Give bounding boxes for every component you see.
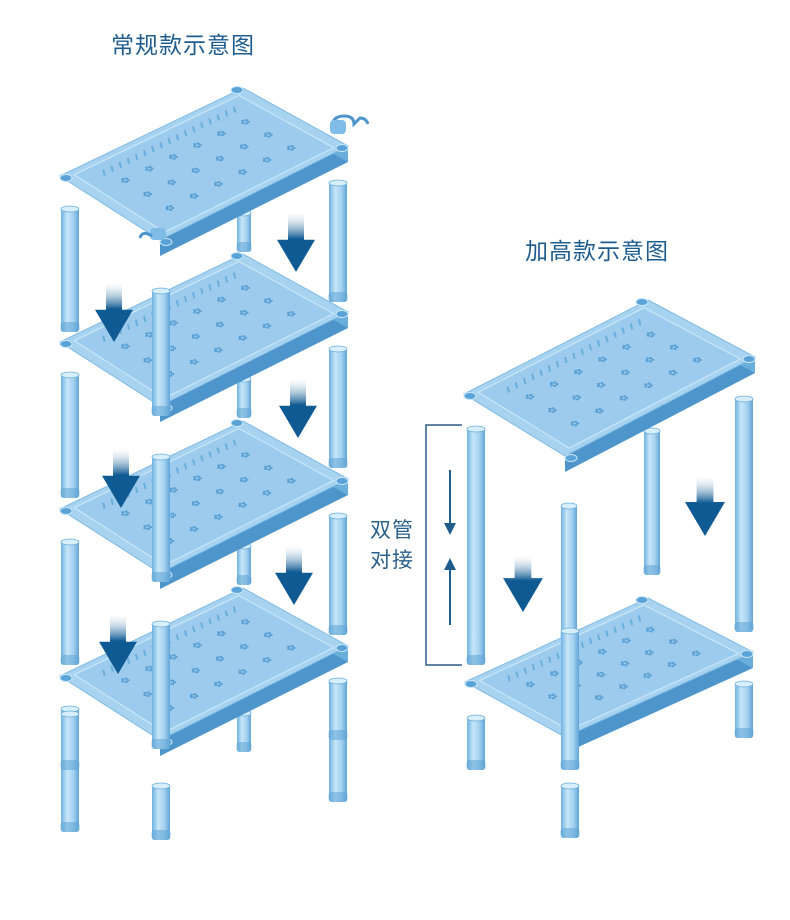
title-tall: 加高款示意图 (525, 239, 669, 265)
shelf-tier (463, 596, 755, 753)
leg-tube (328, 677, 348, 740)
leg-tube (560, 782, 580, 838)
arrow-down-icon (275, 545, 313, 605)
leg-tube (151, 453, 171, 582)
leg-tube (560, 627, 580, 770)
hook-icon (330, 114, 370, 134)
joint-label-line2: 对接 (370, 548, 414, 572)
extras (138, 114, 462, 666)
leg-tube (151, 620, 171, 749)
arrows (95, 212, 725, 674)
leg-tube (151, 782, 171, 840)
shelves (58, 86, 757, 756)
leg-tube (560, 502, 578, 640)
leg-tube (328, 179, 348, 302)
leg-tube (466, 714, 486, 770)
title-regular: 常规款示意图 (111, 33, 255, 59)
leg-tube (328, 345, 348, 468)
leg-tube (734, 680, 754, 738)
arrow-up-icon (444, 558, 456, 625)
joint-label: 双管 对接 (370, 515, 420, 575)
leg-tube (643, 427, 661, 575)
leg-tube (151, 287, 171, 416)
leg-tubes-back (60, 179, 754, 832)
leg-tube (60, 371, 80, 498)
shelf-tier (462, 298, 757, 472)
leg-tube (60, 538, 80, 665)
arrow-down-icon (277, 212, 315, 272)
shelf-tier (58, 419, 350, 589)
arrow-down-icon (444, 470, 456, 535)
arrow-down-icon (95, 282, 133, 342)
leg-tube (60, 205, 80, 332)
arrow-down-icon (102, 448, 140, 508)
arrow-down-icon (279, 378, 317, 438)
shelf-tier (58, 586, 350, 756)
arrow-down-icon (685, 476, 725, 536)
shelf-tier (58, 252, 350, 422)
joint-label-line1: 双管 (370, 518, 414, 542)
arrow-down-icon (99, 614, 137, 674)
arrow-down-icon (503, 555, 543, 612)
leg-tubes-front (60, 287, 754, 840)
shelf-tier (58, 86, 350, 256)
leg-tube (466, 425, 486, 665)
leg-tube (734, 395, 754, 632)
hook-icon (138, 228, 166, 240)
leg-tube (60, 710, 80, 770)
joint-bracket (425, 424, 462, 666)
leg-tube (328, 512, 348, 635)
